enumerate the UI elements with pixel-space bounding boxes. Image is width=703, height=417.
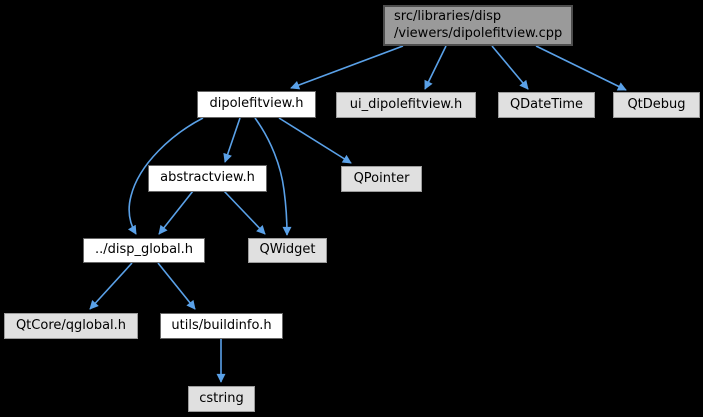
node-label: utils/buildinfo.h	[171, 317, 272, 333]
edge-dipolefitview-to-disp-global	[127, 117, 204, 235]
node-label: QWidget	[259, 242, 316, 258]
node-label: QtCore/qglobal.h	[15, 317, 127, 333]
node-cstring: cstring	[188, 386, 255, 412]
node-label: QtDebug	[627, 96, 686, 112]
node-dipolefitview-cpp: src/libraries/disp /viewers/dipolefitvie…	[383, 5, 573, 46]
node-label: QPointer	[353, 170, 410, 186]
edge-disp-global-to-utils-buildinfo	[157, 262, 196, 310]
edge-cpp-to-qdatetime	[491, 45, 529, 90]
node-qtcore-qglobal-h: QtCore/qglobal.h	[4, 313, 138, 339]
edge-cpp-to-dipolefitview-h	[290, 45, 404, 90]
node-label: cstring	[199, 390, 244, 406]
node-qwidget: QWidget	[248, 238, 327, 263]
edge-dipolefitview-to-qpointer	[278, 117, 352, 164]
node-dipolefitview-h[interactable]: dipolefitview.h	[197, 91, 316, 118]
node-disp-global-h[interactable]: ../disp_global.h	[83, 238, 205, 263]
node-label: QDateTime	[509, 96, 584, 112]
edge-dipolefitview-to-abstractview	[223, 117, 241, 163]
edge-disp-global-to-qtcore-qglobal	[89, 262, 133, 310]
node-ui-dipolefitview-h: ui_dipolefitview.h	[336, 92, 476, 118]
edge-cpp-to-qtdebug	[535, 45, 627, 91]
node-qdatetime: QDateTime	[498, 92, 595, 118]
node-abstractview-h[interactable]: abstractview.h	[148, 165, 267, 192]
edge-abstractview-to-qwidget	[223, 190, 266, 235]
node-qtdebug: QtDebug	[613, 92, 700, 118]
node-label: abstractview.h	[160, 170, 255, 186]
node-label: dipolefitview.h	[209, 96, 304, 112]
edge-cpp-to-ui-dipolefitview-h	[424, 45, 447, 90]
edge-dipolefitview-to-qwidget	[254, 117, 292, 236]
node-label: ../disp_global.h	[94, 242, 194, 258]
edge-abstractview-to-disp-global	[158, 190, 194, 235]
node-label: src/libraries/disp /viewers/dipolefitvie…	[394, 9, 563, 41]
node-utils-buildinfo-h[interactable]: utils/buildinfo.h	[160, 313, 283, 339]
node-label: ui_dipolefitview.h	[349, 96, 463, 112]
node-qpointer: QPointer	[341, 166, 422, 192]
